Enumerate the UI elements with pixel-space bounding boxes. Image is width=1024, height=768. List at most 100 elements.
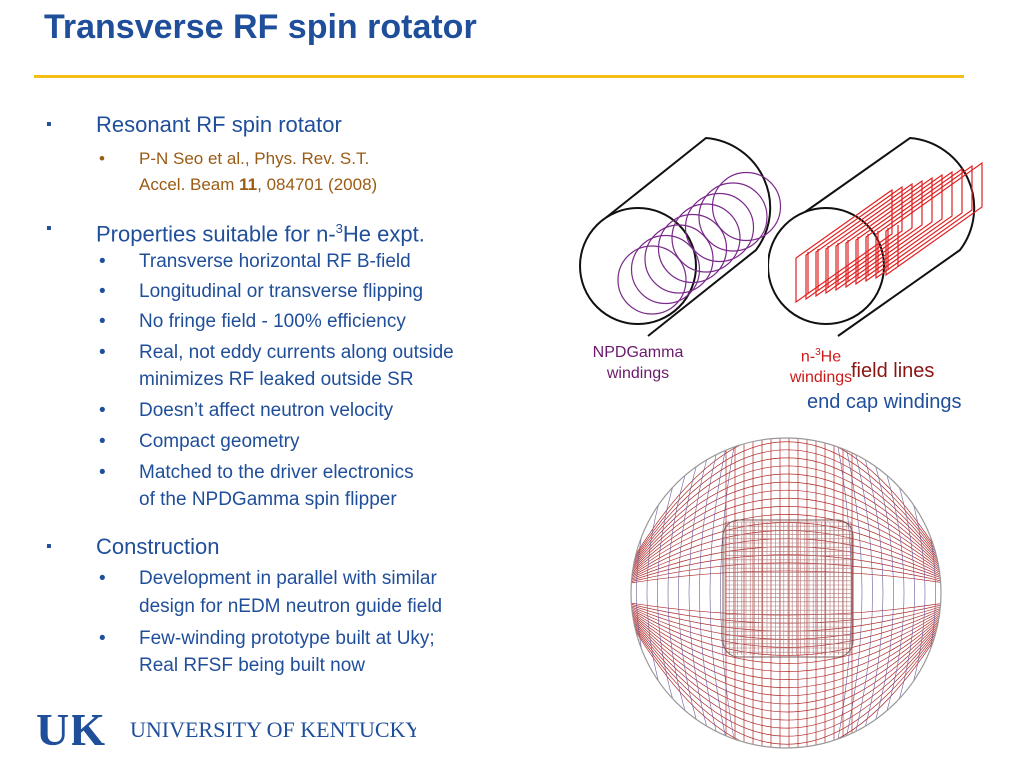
sub-bullet-text: Longitudinal or transverse flipping — [139, 281, 424, 302]
reference-line-1: • P-N Seo et al., Phys. Rev. S.T. — [99, 146, 370, 172]
field-line — [631, 522, 941, 586]
field-line — [631, 441, 941, 586]
field-line — [631, 600, 941, 616]
caption-line: NPDGamma — [592, 344, 684, 361]
field-lines-label: field lines — [851, 360, 935, 382]
winding-loop — [825, 179, 923, 295]
field-line — [631, 600, 941, 745]
dot-bullet-icon: • — [99, 431, 106, 452]
n3he-windings — [795, 161, 983, 304]
field-line — [631, 562, 941, 586]
sub-bullet: • Doesn’t affect neutron velocity — [99, 398, 394, 424]
winding-loop — [805, 185, 903, 301]
disc-outline — [630, 437, 942, 749]
sub-bullet-continuation: design for nEDM neutron guide field — [139, 594, 442, 620]
sub-bullet-text: Few-winding prototype built at Uky; — [139, 628, 435, 649]
equipotential-line — [720, 438, 740, 748]
sub-bullet-text: Development in parallel with similar — [139, 568, 437, 589]
winding-loop — [671, 203, 741, 273]
field-line — [631, 600, 941, 688]
sub-bullet-continuation: Real RFSF being built now — [139, 653, 365, 679]
dot-bullet-icon: • — [99, 149, 105, 168]
sub-bullet-text: No fringe field - 100% efficiency — [139, 311, 406, 332]
reference-text: P-N Seo et al., Phys. Rev. S.T. — [139, 149, 370, 168]
sub-bullet: •Development in parallel with similar — [99, 566, 437, 592]
winding-loop — [617, 245, 687, 315]
bullet-resonant: ▪ Resonant RF spin rotator — [46, 112, 342, 138]
winding-loop — [855, 170, 953, 286]
sub-bullet-text: Compact geometry — [139, 431, 300, 452]
npdgamma-windings — [617, 171, 782, 315]
winding-loop — [795, 188, 893, 304]
equipotential-line — [888, 438, 936, 748]
caption-pre: n- — [800, 348, 816, 366]
field-line — [631, 600, 941, 729]
end-cap-label: end cap windings — [807, 391, 962, 413]
sub-bullet-text: Transverse horizontal RF B-field — [139, 251, 411, 272]
square-bullet-icon: ▪ — [46, 538, 52, 555]
uk-logo-icon: UK UNIVERSITY OF KENTUCKY — [36, 705, 416, 751]
caption-post: He — [820, 348, 842, 366]
equipotential-line — [839, 438, 863, 748]
n3he-caption: n-3He windings — [776, 342, 866, 388]
field-line — [631, 600, 941, 648]
field-line — [631, 498, 941, 586]
field-line — [631, 600, 941, 664]
equipotential-line — [867, 438, 905, 748]
sub-bullet-text: of the NPDGamma spin flipper — [139, 489, 397, 510]
equipotential-line — [853, 438, 884, 748]
field-line — [631, 600, 941, 713]
bullet-construction: ▪ Construction — [46, 534, 220, 560]
field-line — [631, 600, 941, 697]
field-line — [631, 570, 941, 586]
caption-sup: 3 — [815, 347, 821, 358]
dot-bullet-icon: • — [99, 400, 106, 421]
sub-bullet-continuation: minimizes RF leaked outside SR — [139, 367, 414, 393]
sub-bullet-text: Real, not eddy currents along outside — [139, 342, 454, 363]
field-line — [631, 473, 941, 586]
winding-loop — [684, 192, 755, 263]
winding-loop — [845, 173, 943, 289]
winding-loop — [885, 161, 983, 277]
cylinder-outline — [768, 136, 976, 337]
npdgamma-cylinder-diagram — [579, 136, 782, 337]
sub-bullet: •Matched to the driver electronics — [99, 460, 414, 486]
core-outline — [722, 519, 854, 658]
field-line — [631, 600, 941, 640]
slide-title: Transverse RF spin rotator — [44, 8, 477, 46]
field-line — [631, 438, 941, 586]
title-divider — [34, 75, 964, 78]
sub-bullet-text: Matched to the driver electronics — [139, 462, 414, 483]
equipotential-line — [636, 438, 684, 748]
equipotential-line — [709, 438, 733, 748]
bullet-text: Construction — [96, 534, 220, 559]
dot-bullet-icon: • — [99, 311, 106, 332]
caption-line: windings — [789, 369, 853, 387]
equipotential-line — [699, 438, 726, 748]
winding-loop — [698, 182, 768, 252]
bullet-text-post: He expt. — [342, 221, 425, 247]
dot-bullet-icon: • — [99, 281, 106, 302]
field-line — [631, 554, 941, 586]
cylinder-outline — [579, 136, 772, 337]
coil-core-grid — [724, 521, 852, 655]
field-line — [631, 600, 941, 672]
dot-bullet-icon: • — [99, 251, 106, 272]
field-line — [631, 600, 941, 721]
field-line — [631, 546, 941, 586]
sub-bullet-text: design for nEDM neutron guide field — [139, 596, 443, 617]
equipotential-line — [846, 438, 873, 748]
field-line — [631, 600, 941, 705]
dot-bullet-icon: • — [99, 342, 106, 363]
bullet-text-sup: 3 — [335, 221, 343, 236]
field-line — [631, 457, 941, 586]
square-bullet-icon: ▪ — [46, 116, 52, 133]
bullet-text-pre: Properties suitable for n- — [96, 221, 336, 247]
field-line — [631, 600, 941, 656]
equipotential-line — [832, 438, 852, 748]
winding-loop — [644, 224, 714, 294]
sub-bullet-text: Doesn’t affect neutron velocity — [139, 400, 394, 421]
winding-loop — [711, 171, 782, 242]
equipotential-line — [657, 438, 698, 748]
reference-pages: , 084701 (2008) — [257, 175, 378, 194]
